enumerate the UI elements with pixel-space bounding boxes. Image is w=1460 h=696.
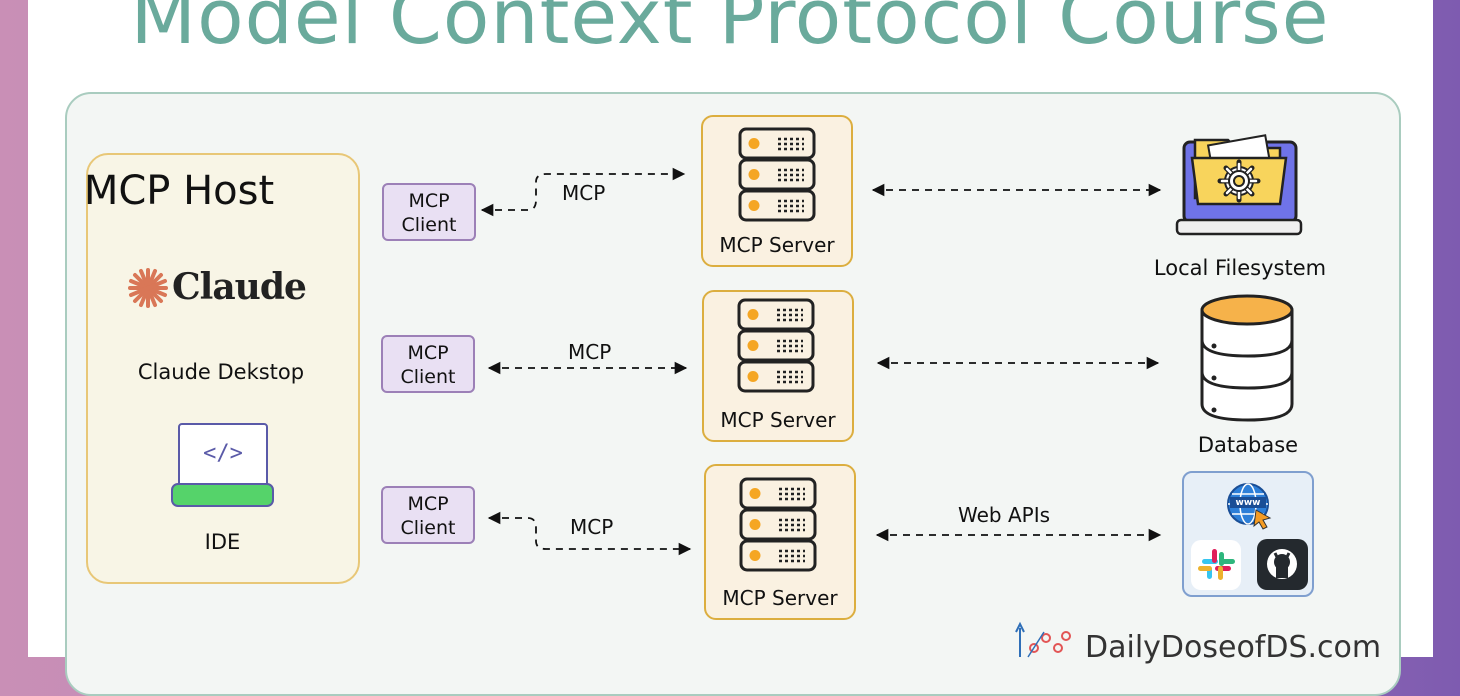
protocol-label-1: MCP	[562, 181, 606, 205]
ide-code-glyph: </>	[203, 441, 243, 466]
protocol-label-2: MCP	[568, 340, 612, 364]
mcp-client-1-line2: Client	[401, 214, 457, 236]
web-apis-box	[1182, 471, 1314, 597]
mcp-client-2: MCP Client	[381, 335, 475, 393]
mcp-client-1: MCP Client	[382, 183, 476, 241]
mcp-host-title: MCP Host	[83, 168, 275, 214]
footer-brand: DailyDoseofDS.com	[1085, 630, 1382, 665]
www-text: www	[1235, 498, 1261, 508]
mcp-server-2: MCP Server	[702, 290, 854, 442]
claude-desktop-label: Claude Dekstop	[137, 360, 305, 384]
mcp-client-2-line2: Client	[400, 366, 456, 388]
mcp-server-1: MCP Server	[701, 115, 853, 267]
page-title: Model Context Protocol Course	[130, 0, 1330, 61]
mcp-host-box	[86, 153, 360, 584]
mcp-client-3-line1: MCP	[407, 493, 449, 515]
mcp-client-3: MCP Client	[381, 486, 475, 544]
claude-brand-text: Claude	[172, 266, 307, 308]
mcp-server-3-label: MCP Server	[722, 586, 838, 610]
mcp-client-3-line2: Client	[400, 517, 456, 539]
protocol-label-3: MCP	[570, 515, 614, 539]
web-apis-label: Web APIs	[958, 503, 1051, 527]
database-label: Database	[1197, 433, 1299, 457]
mcp-server-3: MCP Server	[704, 464, 856, 620]
mcp-client-2-line1: MCP	[407, 342, 449, 364]
mcp-client-1-line1: MCP	[408, 190, 450, 212]
mcp-server-1-label: MCP Server	[719, 233, 835, 257]
local-filesystem-label: Local Filesystem	[1153, 256, 1327, 280]
ide-label: IDE	[204, 530, 241, 554]
mcp-server-2-label: MCP Server	[720, 408, 836, 432]
claude-logo-icon	[128, 268, 168, 308]
